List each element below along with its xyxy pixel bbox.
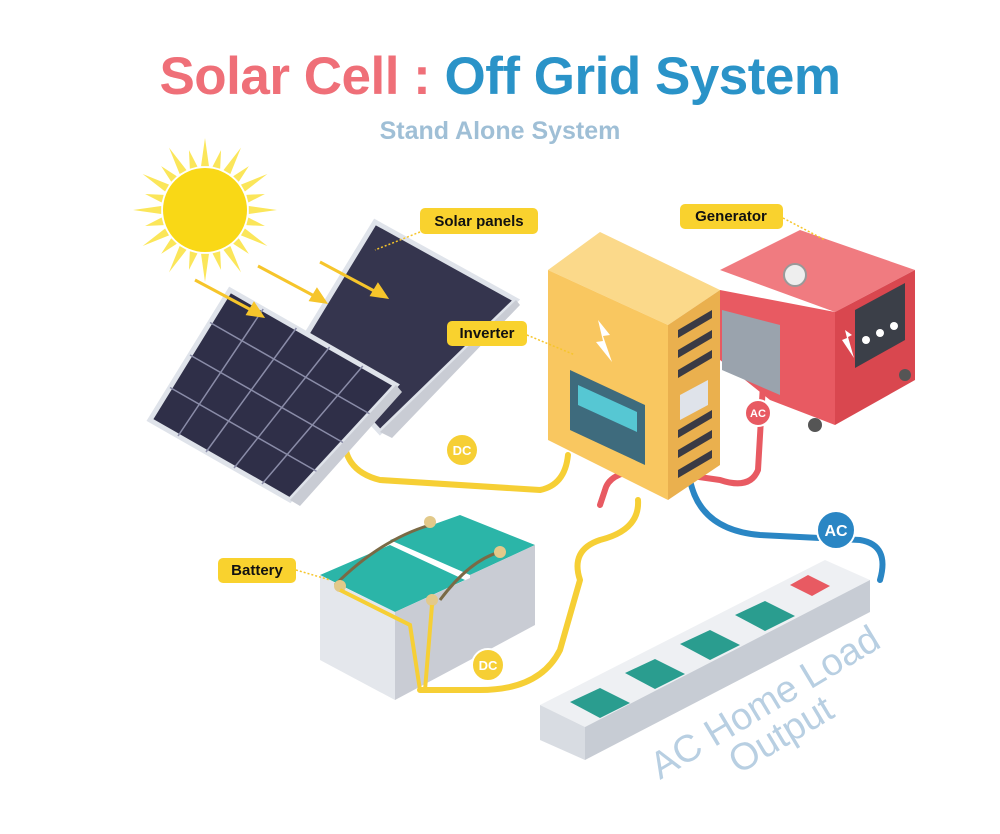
page-title: Solar Cell : Off Grid System	[0, 46, 1000, 107]
label-text: Generator	[695, 208, 767, 225]
badge-text: DC	[479, 658, 498, 673]
label-text: Solar panels	[434, 213, 523, 230]
title-part-solar-cell: Solar Cell :	[159, 47, 431, 106]
battery	[320, 515, 535, 700]
dc-badge-battery: DC	[471, 648, 505, 682]
ac-badge-generator: AC	[744, 399, 772, 427]
subtitle: Stand Alone System	[379, 117, 621, 145]
badge-text: DC	[453, 443, 472, 458]
badge-text: AC	[824, 523, 848, 540]
label-battery: Battery	[218, 558, 296, 583]
label-text: Inverter	[459, 325, 514, 342]
generator	[720, 230, 915, 432]
ac-badge-output: AC	[816, 510, 856, 550]
power-switch-icon	[790, 575, 830, 596]
label-solar-panels: Solar panels	[420, 208, 538, 234]
lightning-icon	[596, 320, 612, 362]
dc-badge-panel: DC	[445, 433, 479, 467]
badge-text: AC	[750, 408, 766, 420]
label-text: Battery	[231, 562, 283, 579]
ac-wire-output	[687, 477, 886, 583]
dc-wire-battery	[417, 497, 642, 693]
label-inverter: Inverter	[447, 321, 527, 346]
label-generator: Generator	[680, 204, 783, 229]
sun-icon	[133, 138, 277, 282]
solar-panel-front	[146, 286, 402, 506]
inverter	[548, 232, 720, 500]
sunlight-arrows	[194, 260, 390, 318]
power-strip	[540, 560, 870, 760]
title-part-off-grid: Off Grid System	[444, 47, 841, 106]
